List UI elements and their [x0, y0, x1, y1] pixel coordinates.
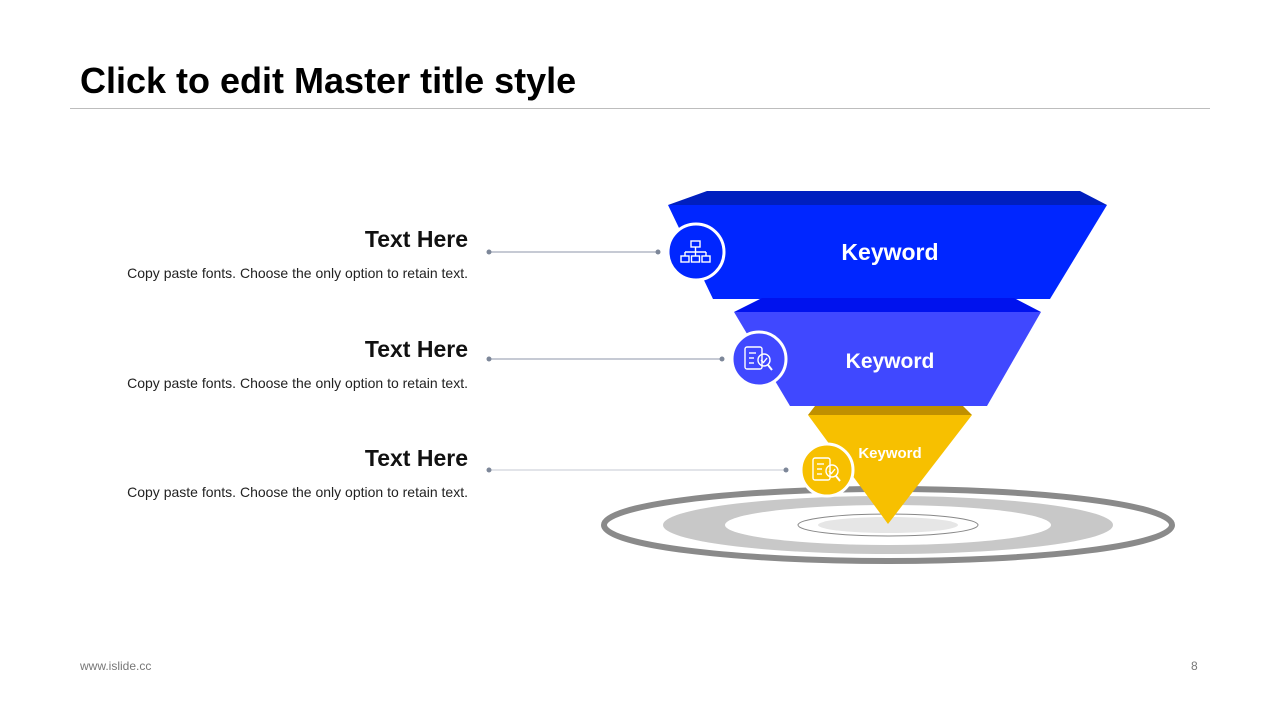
page-number: 8 [1191, 659, 1198, 673]
text-block-1: Text Here Copy paste fonts. Choose the o… [48, 226, 468, 281]
funnel-level-1[interactable]: Keyword [668, 191, 1107, 299]
funnel-label: Keyword [841, 239, 938, 265]
clipboard-search-icon [799, 442, 855, 498]
text-body[interactable]: Copy paste fonts. Choose the only option… [127, 375, 468, 391]
funnel-label: Keyword [846, 350, 935, 373]
text-heading[interactable]: Text Here [364, 336, 468, 362]
text-heading[interactable]: Text Here [364, 226, 468, 252]
slide-title[interactable]: Click to edit Master title style [80, 60, 577, 101]
funnel-label: Keyword [858, 445, 921, 462]
hierarchy-icon [666, 222, 726, 282]
funnel-level-2[interactable]: Keyword [734, 298, 1041, 406]
text-block-2: Text Here Copy paste fonts. Choose the o… [48, 336, 468, 391]
text-body[interactable]: Copy paste fonts. Choose the only option… [127, 484, 468, 500]
footer-url: www.islide.cc [80, 659, 152, 673]
base-rings [601, 486, 1175, 564]
text-body[interactable]: Copy paste fonts. Choose the only option… [127, 265, 468, 281]
funnel-level-3[interactable]: Keyword [808, 406, 972, 524]
title-divider [70, 108, 1210, 109]
clipboard-search-icon [730, 330, 788, 388]
connector-lines [486, 249, 789, 473]
text-heading[interactable]: Text Here [364, 445, 468, 471]
text-block-3: Text Here Copy paste fonts. Choose the o… [48, 445, 468, 500]
